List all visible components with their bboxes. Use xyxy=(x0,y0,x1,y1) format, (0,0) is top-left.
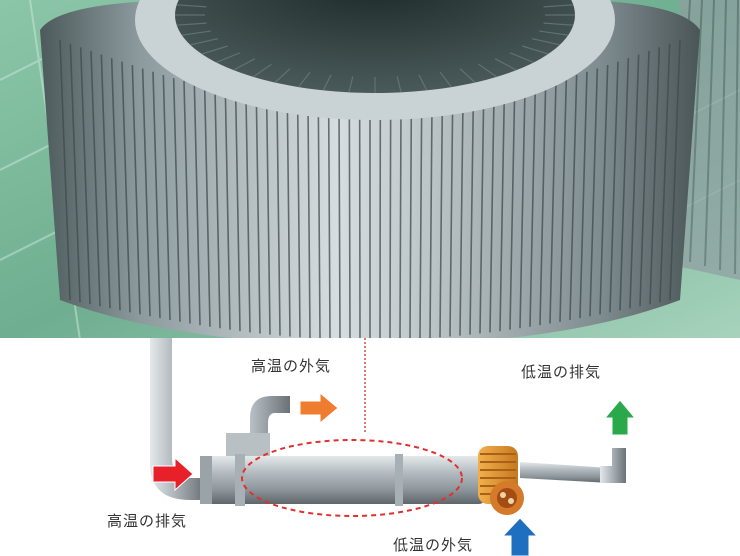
orange-coiled-hose xyxy=(478,446,524,515)
label-high-temp-outside-air: 高温の外気 xyxy=(251,357,332,375)
main-horizontal-pipe xyxy=(200,456,485,504)
highlight-dashed-ellipse xyxy=(241,439,463,517)
blue-arrow-up-icon xyxy=(501,517,539,556)
green-arrow-up-icon xyxy=(603,399,637,436)
label-low-temp-exhaust: 低温の排気 xyxy=(521,363,602,381)
radial-fin-heat-sink-photo xyxy=(0,0,740,340)
left-vertical-pipe xyxy=(150,338,205,500)
label-high-temp-exhaust: 高温の排気 xyxy=(107,512,188,530)
upper-branch-pipe xyxy=(228,396,290,448)
red-arrow-right-icon xyxy=(152,456,194,492)
heat-exchange-pipe-diagram xyxy=(0,338,740,556)
label-low-temp-outside-air: 低温の外気 xyxy=(393,536,474,554)
orange-arrow-right-icon xyxy=(299,391,339,425)
right-thin-pipe xyxy=(520,462,610,483)
